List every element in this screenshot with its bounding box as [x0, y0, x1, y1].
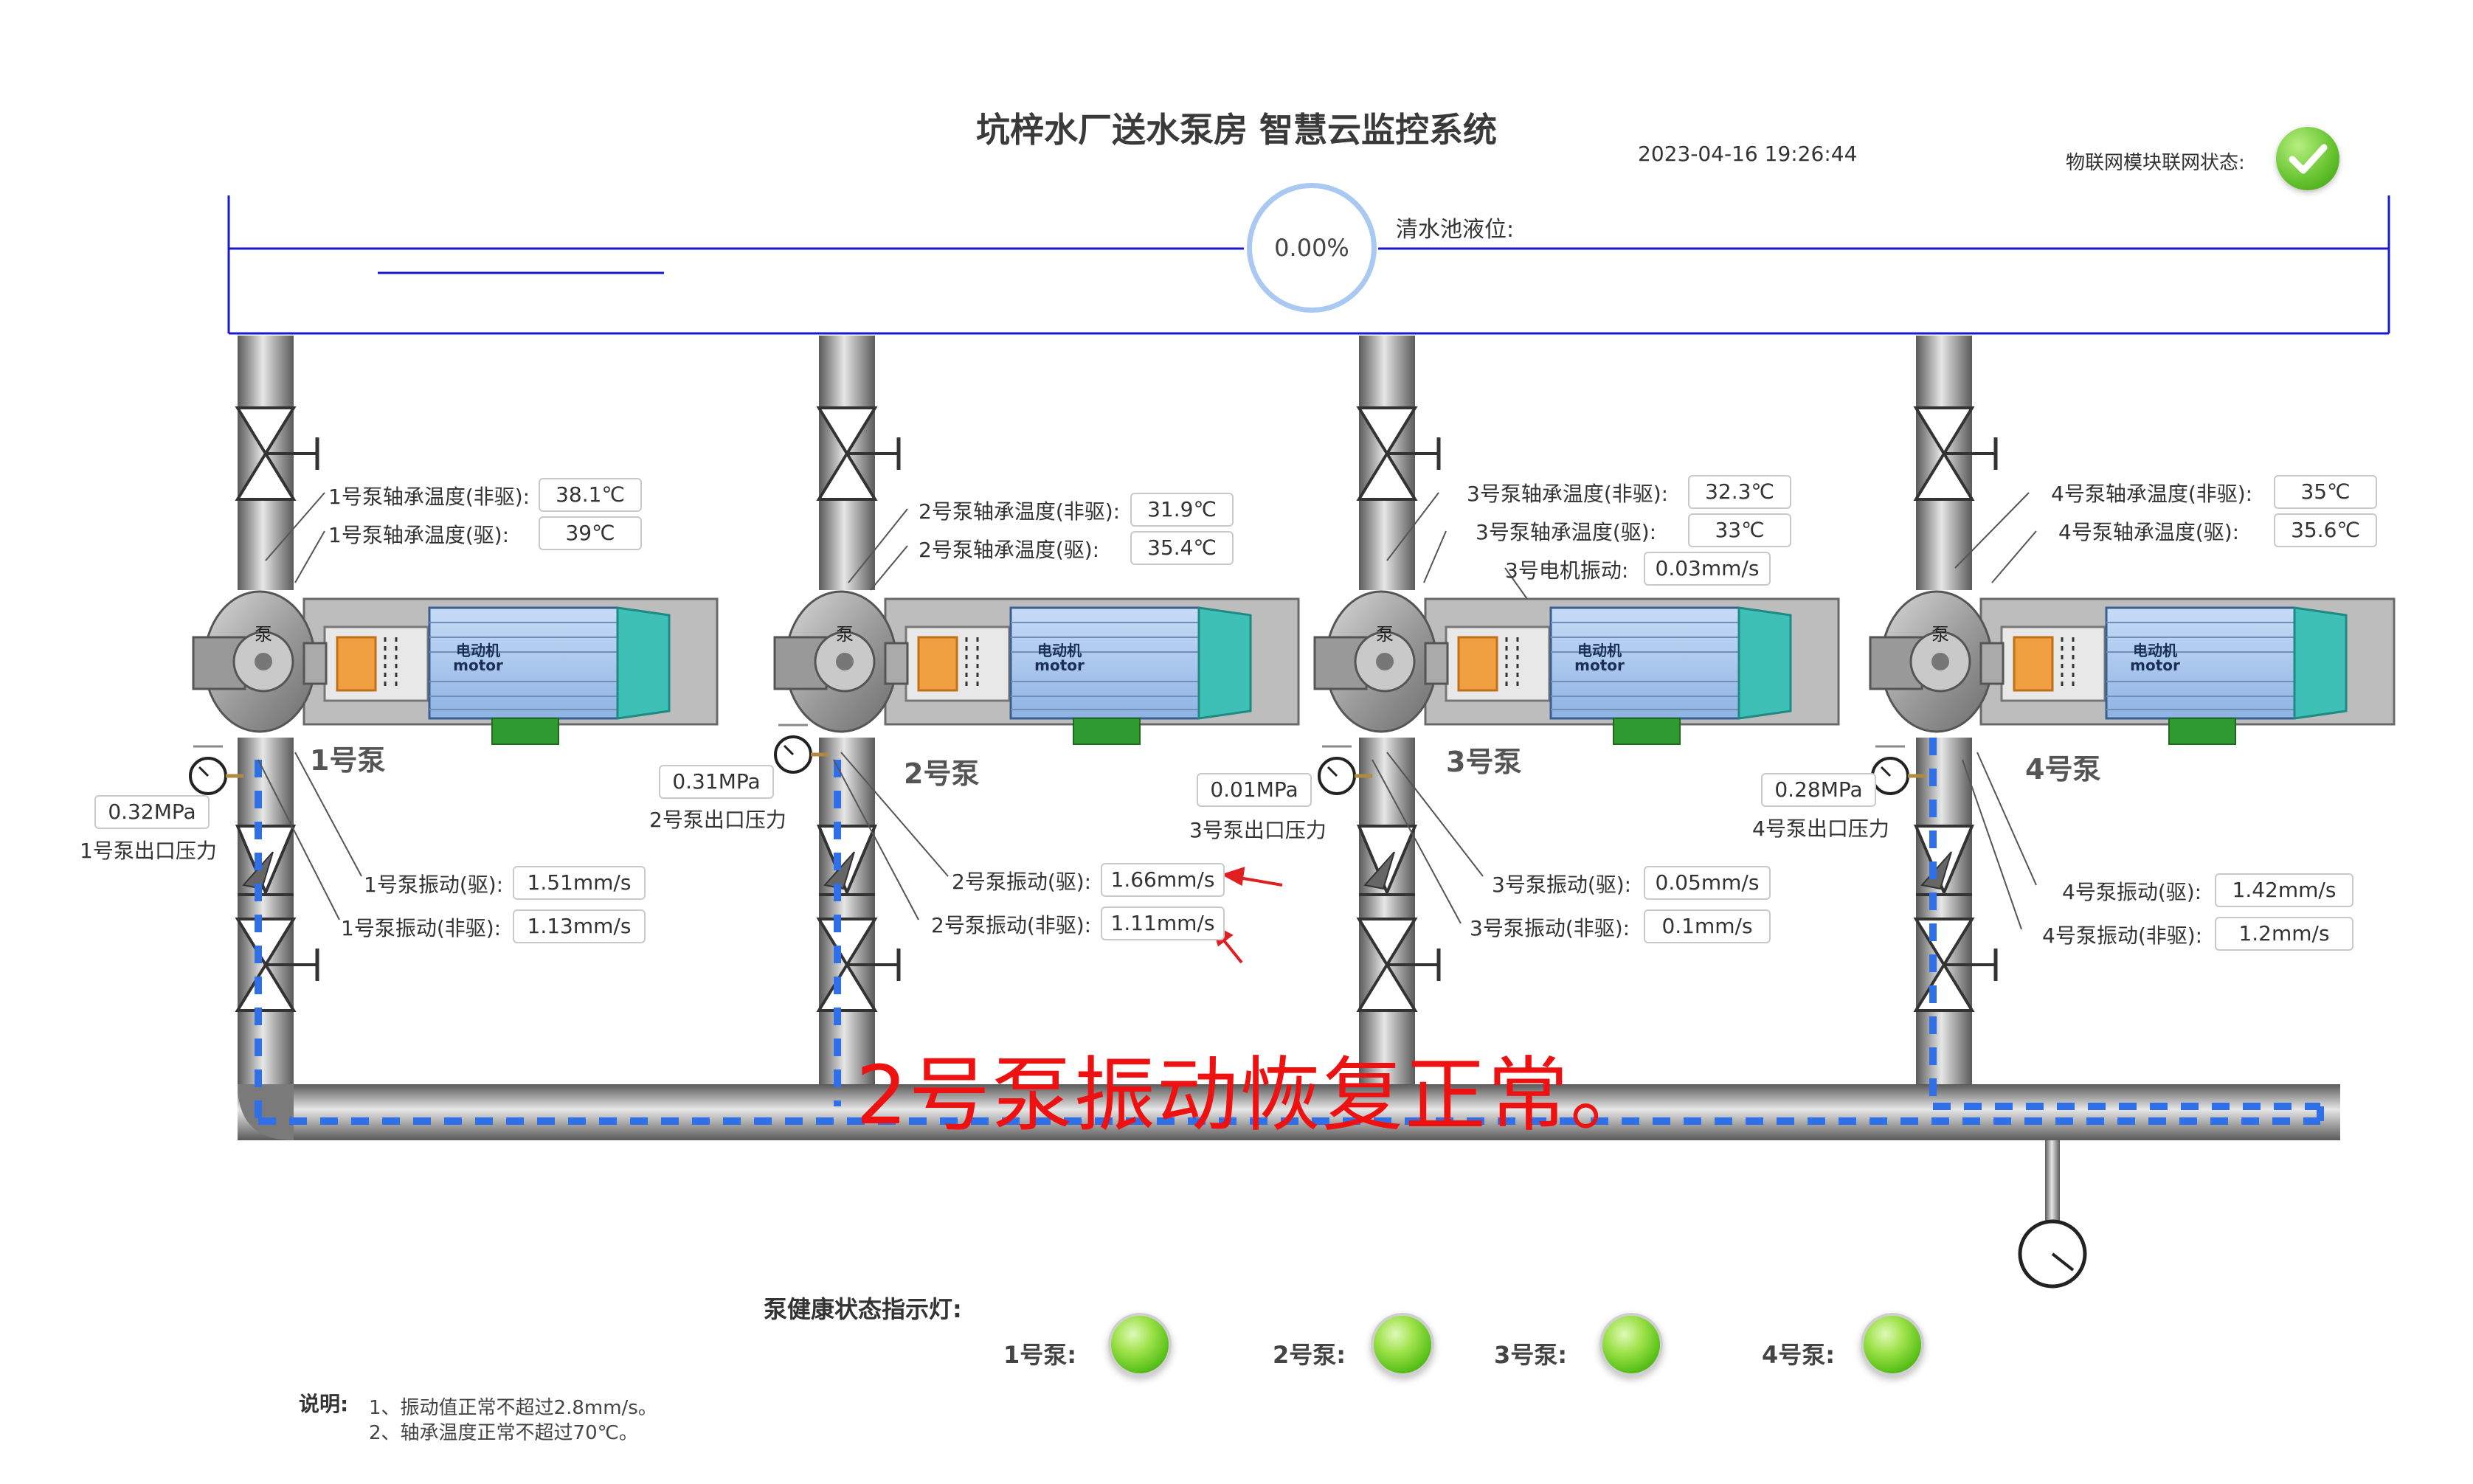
pump-2-pressure-value: 0.31MPa — [659, 765, 774, 799]
pump-4-vib-drive-value: 1.42mm/s — [2215, 873, 2353, 907]
pump-2-name: 2号泵 — [904, 757, 980, 790]
pump-1-name: 1号泵 — [310, 744, 386, 777]
pump-1-vib-drive-label: 1号泵振动(驱): — [364, 873, 504, 897]
health-pump-4-label: 4号泵: — [1762, 1341, 1836, 1369]
pump-3-vib-nondrive-label: 3号泵振动(非驱): — [1470, 916, 1630, 940]
pump-4-temp-drive-label: 4号泵轴承温度(驱): — [2058, 520, 2240, 544]
pump-1-casing-char: 泵 — [255, 624, 272, 645]
pump-1-pressure-gauge — [190, 746, 243, 794]
health-pump-1-label: 1号泵: — [1003, 1341, 1077, 1369]
page-title: 坑梓水厂送水泵房 智慧云监控系统 — [975, 110, 1497, 150]
pump-2-temp-drive-value: 35.4℃ — [1130, 531, 1234, 565]
pump-1-temp-nondrive-label: 1号泵轴承温度(非驱): — [328, 485, 530, 509]
pump-1-temp-drive-label: 1号泵轴承温度(驱): — [328, 523, 510, 547]
health-pump-1-light — [1108, 1313, 1172, 1376]
pump-1-vib-drive-value: 1.51mm/s — [513, 866, 646, 900]
pump-4-vib-drive-label: 4号泵振动(驱): — [2062, 880, 2202, 904]
pump-2-pressure-label: 2号泵出口压力 — [649, 808, 786, 832]
pump-1-temp-nondrive-value: 38.1℃ — [539, 478, 642, 512]
pump-4-pressure-value: 0.28MPa — [1761, 773, 1876, 807]
pump-1-temp-drive-value: 39℃ — [539, 516, 642, 550]
pump-3-motor-vib-label: 3号电机振动: — [1505, 558, 1629, 583]
health-pump-2-light — [1371, 1313, 1434, 1376]
pump-4-pressure-label: 4号泵出口压力 — [1752, 816, 1889, 841]
pump-2-vib-nondrive-label: 2号泵振动(非驱): — [931, 913, 1092, 937]
pump-4-temp-nondrive-value: 35℃ — [2274, 475, 2377, 509]
pump-3-pipes — [1359, 336, 1415, 1084]
reservoir-frame — [227, 195, 2390, 335]
pump-1-pressure-label: 1号泵出口压力 — [80, 839, 217, 863]
health-indicator-label: 泵健康状态指示灯: — [764, 1295, 962, 1323]
health-pump-4-light — [1861, 1313, 1924, 1376]
pump-3-vib-drive-value: 0.05mm/s — [1644, 866, 1771, 900]
pump-4-vib-nondrive-value: 1.2mm/s — [2215, 917, 2353, 951]
leader-lines — [257, 492, 2037, 930]
reservoir-level-label: 清水池液位: — [1396, 217, 1515, 243]
flow-indicator — [255, 738, 2324, 1125]
health-pump-3-light — [1599, 1313, 1663, 1376]
pump-2-casing-char: 泵 — [836, 624, 854, 645]
pump-3-vib-nondrive-value: 0.1mm/s — [1644, 909, 1771, 943]
health-pump-2-label: 2号泵: — [1273, 1341, 1346, 1369]
pump-3-casing-char: 泵 — [1376, 624, 1394, 645]
pump-4-temp-nondrive-label: 4号泵轴承温度(非驱): — [2051, 482, 2253, 506]
pump-3-temp-nondrive-value: 32.3℃ — [1688, 475, 1791, 509]
pump-3-temp-drive-value: 33℃ — [1688, 513, 1791, 547]
pump-2-temp-nondrive-value: 31.9℃ — [1130, 493, 1234, 527]
pump-2-vib-drive-label: 2号泵振动(驱): — [952, 870, 1092, 894]
pump-1-vib-nondrive-label: 1号泵振动(非驱): — [341, 916, 502, 940]
pump-3-vib-drive-label: 3号泵振动(驱): — [1492, 873, 1632, 897]
iot-status-label: 物联网模块联网状态: — [2066, 152, 2245, 174]
alert-message: 2号泵振动恢复正常。 — [856, 1048, 1653, 1143]
pump-4-name: 4号泵 — [2025, 753, 2101, 786]
pump-1-vib-nondrive-value: 1.13mm/s — [513, 909, 646, 943]
check-circle-icon — [2276, 127, 2339, 190]
pump-4-casing-char: 泵 — [1931, 624, 1949, 645]
pump-3-temp-drive-label: 3号泵轴承温度(驱): — [1476, 520, 1657, 544]
health-pump-3-label: 3号泵: — [1494, 1341, 1568, 1369]
notes-title: 说明: — [299, 1392, 349, 1416]
header-pressure-gauge — [2018, 1140, 2087, 1289]
pump-4-pipes — [1916, 336, 1972, 1084]
pump-3-temp-nondrive-label: 3号泵轴承温度(非驱): — [1467, 482, 1669, 506]
datetime: 2023-04-16 19:26:44 — [1638, 142, 1858, 166]
pump-3-name: 3号泵 — [1446, 746, 1522, 778]
pump-3-motor-vib-value: 0.03mm/s — [1644, 552, 1771, 586]
reservoir-level-gauge: 0.00% — [1247, 183, 1377, 313]
pump-2-vib-drive-value: 1.66mm/s — [1101, 863, 1225, 897]
notes-line-2: 2、轴承温度正常不超过70℃。 — [369, 1422, 638, 1444]
pump-1-pressure-value: 0.32MPa — [94, 795, 210, 829]
notes-line-1: 1、振动值正常不超过2.8mm/s。 — [369, 1397, 657, 1419]
pump-3-pressure-label: 3号泵出口压力 — [1189, 818, 1327, 842]
pump-2-pipes — [819, 336, 875, 1084]
pump-2-vib-nondrive-value: 1.11mm/s — [1101, 906, 1225, 940]
pump-4-temp-drive-value: 35.6℃ — [2274, 513, 2377, 547]
pump-3-pressure-value: 0.01MPa — [1197, 773, 1312, 807]
reservoir-level-value: 0.00% — [1274, 234, 1349, 262]
pump-4-vib-nondrive-label: 4号泵振动(非驱): — [2042, 923, 2203, 948]
pump-2-temp-drive-label: 2号泵轴承温度(驱): — [919, 538, 1100, 562]
pump-2-temp-nondrive-label: 2号泵轴承温度(非驱): — [919, 499, 1121, 524]
